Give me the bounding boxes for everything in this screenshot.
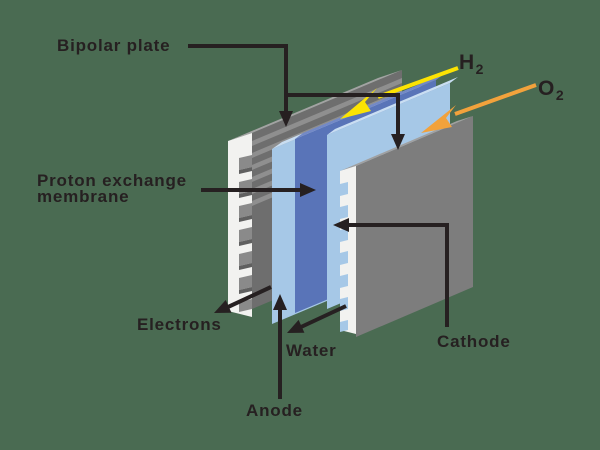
cathode-gdl-top-face [327, 77, 458, 135]
electrons-arrowhead-icon [214, 300, 232, 313]
cathode-arrowhead-icon [333, 218, 349, 232]
cathode-plate-channel-notches [340, 182, 348, 332]
bipolar-plate-arrowhead-right-icon [391, 134, 405, 150]
cathode-pointer [333, 218, 449, 327]
electrons-pointer [214, 285, 272, 313]
water-arrowhead-icon [287, 319, 305, 333]
callout-connectors [188, 44, 449, 399]
svg-text:membrane: membrane [37, 187, 129, 206]
water-pointer [287, 304, 347, 333]
anode-plate-top-face [228, 70, 402, 141]
membrane-arrowhead-icon [300, 183, 316, 197]
oxygen-label: O2 [538, 77, 564, 103]
membrane-top-face [295, 74, 444, 139]
anode-pointer [273, 294, 287, 399]
oxygen-arrowhead-icon [421, 105, 456, 133]
membrane-pointer [201, 183, 316, 197]
cathode-plate-top-face [340, 116, 473, 171]
oxygen-flow-arrow [421, 83, 537, 133]
cathode-label: Cathode [437, 332, 511, 351]
svg-text:Proton exchange: Proton exchange [37, 171, 187, 190]
anode-arrowhead-icon [273, 294, 287, 310]
hydrogen-label: H2 [459, 51, 484, 77]
bipolar-plate-arrowhead-left-icon [279, 111, 293, 127]
membrane-label: Proton exchange membrane [37, 171, 187, 206]
anode-label: Anode [246, 401, 303, 420]
anode-plate-serrated-edge [228, 133, 252, 317]
bipolar-plate-label: Bipolar plate [57, 36, 170, 55]
water-label: Water [286, 341, 337, 360]
bipolar-plate-pointer [188, 44, 405, 150]
electrons-label: Electrons [137, 315, 222, 334]
